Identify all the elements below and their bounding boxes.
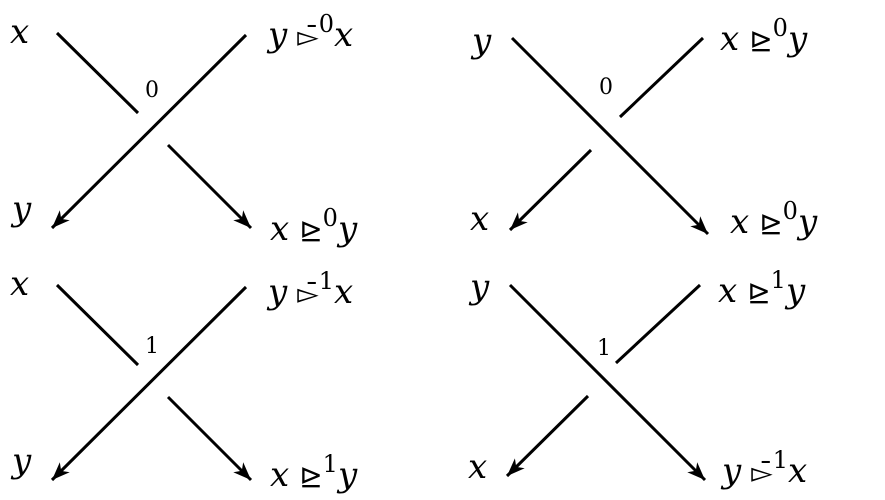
label-top-left: y: [468, 267, 490, 307]
arrowhead-bottom-left: [507, 458, 525, 476]
label-bottom-right-sup: 0: [323, 204, 338, 232]
label-bottom-right-sup: 1: [323, 450, 338, 478]
label-bottom-right-op: ⊵: [299, 214, 322, 247]
label-bottom-right: x ⊵0y: [270, 204, 358, 249]
arrowhead-bottom-right: [233, 462, 251, 480]
label-top-right-b: y: [786, 19, 808, 59]
label-bottom-right-b: y: [336, 209, 358, 249]
label-top-right-op: ⊵: [749, 24, 772, 57]
label-bottom-right-a: x: [270, 455, 289, 495]
label-bottom-right: x ⊵0y: [730, 197, 818, 242]
label-bottom-left: x: [470, 199, 489, 239]
label-top-right-a: x: [718, 271, 737, 311]
label-bottom-right-a: x: [270, 209, 289, 249]
over-strand: [50, 33, 248, 230]
label-top-right: y ▻̄1x: [266, 267, 353, 312]
label-top-right-sup: 0: [319, 10, 334, 38]
under-strand-top: [614, 283, 702, 365]
label-bottom-right-sup: 1: [773, 446, 788, 474]
arrowhead-bottom-left: [52, 462, 70, 480]
label-bottom-right-sup: 0: [783, 197, 798, 225]
label-top-right: y ▻̄0x: [266, 10, 353, 55]
arrowhead-bottom-left: [52, 210, 70, 228]
label-top-right: x ⊵1y: [718, 266, 806, 311]
label-top-right-sup: 0: [773, 14, 788, 42]
crossing-index: 1: [597, 336, 611, 361]
over-strand: [50, 285, 248, 482]
label-top-left: x: [10, 264, 29, 304]
under-strand-top: [55, 283, 140, 367]
label-top-right-sup: 1: [319, 267, 334, 295]
label-top-right: x ⊵0y: [720, 14, 808, 59]
under-strand-bottom: [166, 143, 253, 230]
label-bottom-left: y: [10, 189, 32, 229]
label-bottom-right-op: ⊵: [759, 207, 782, 240]
label-top-right-b: y: [784, 271, 806, 311]
arrowhead-bottom-left: [510, 212, 528, 230]
label-top-right-b: x: [334, 15, 353, 55]
under-strand-bottom: [166, 395, 253, 482]
label-bottom-right-op: ▻̄: [751, 456, 773, 489]
label-top-right-op: ▻̄: [297, 277, 319, 310]
label-bottom-right: y ▻̄1x: [720, 446, 807, 491]
label-top-right-op: ⊵: [747, 276, 770, 309]
label-bottom-right-a: x: [730, 202, 749, 242]
label-bottom-right-b: x: [788, 451, 807, 491]
under-strand-top: [55, 31, 140, 115]
under-strand-bottom: [505, 394, 590, 478]
crossing-index: 0: [145, 78, 159, 103]
label-top-left: x: [10, 12, 29, 52]
label-top-right-a: y: [266, 272, 288, 312]
label-bottom-left: x: [468, 447, 487, 487]
arrowhead-bottom-right: [687, 462, 705, 480]
over-strand: [510, 36, 710, 236]
label-top-right-b: x: [334, 272, 353, 312]
crossing-index: 0: [599, 75, 613, 100]
arrowhead-bottom-right: [233, 210, 251, 228]
label-top-right-a: y: [266, 15, 288, 55]
label-top-right-op: ▻̄: [297, 20, 319, 53]
label-top-left: y: [470, 21, 492, 61]
under-strand-bottom: [508, 148, 593, 232]
crossings-layer: 0xyy▻̄0xx⊵0y0yxx⊵0yx⊵0y1xyy▻̄1xx⊵1y1yxx⊵…: [10, 10, 818, 495]
label-bottom-right-op: ⊵: [299, 460, 322, 493]
label-top-right-a: x: [720, 19, 739, 59]
label-bottom-right-b: y: [796, 202, 818, 242]
crossing-index: 1: [145, 334, 159, 359]
label-bottom-left: y: [10, 441, 32, 481]
label-bottom-right-a: y: [720, 451, 742, 491]
under-strand-top: [618, 36, 705, 119]
label-bottom-right-b: y: [336, 455, 358, 495]
label-top-right-sup: 1: [771, 266, 786, 294]
over-strand: [508, 283, 707, 482]
arrowhead-bottom-right: [690, 216, 708, 234]
label-bottom-right: x ⊵1y: [270, 450, 358, 495]
